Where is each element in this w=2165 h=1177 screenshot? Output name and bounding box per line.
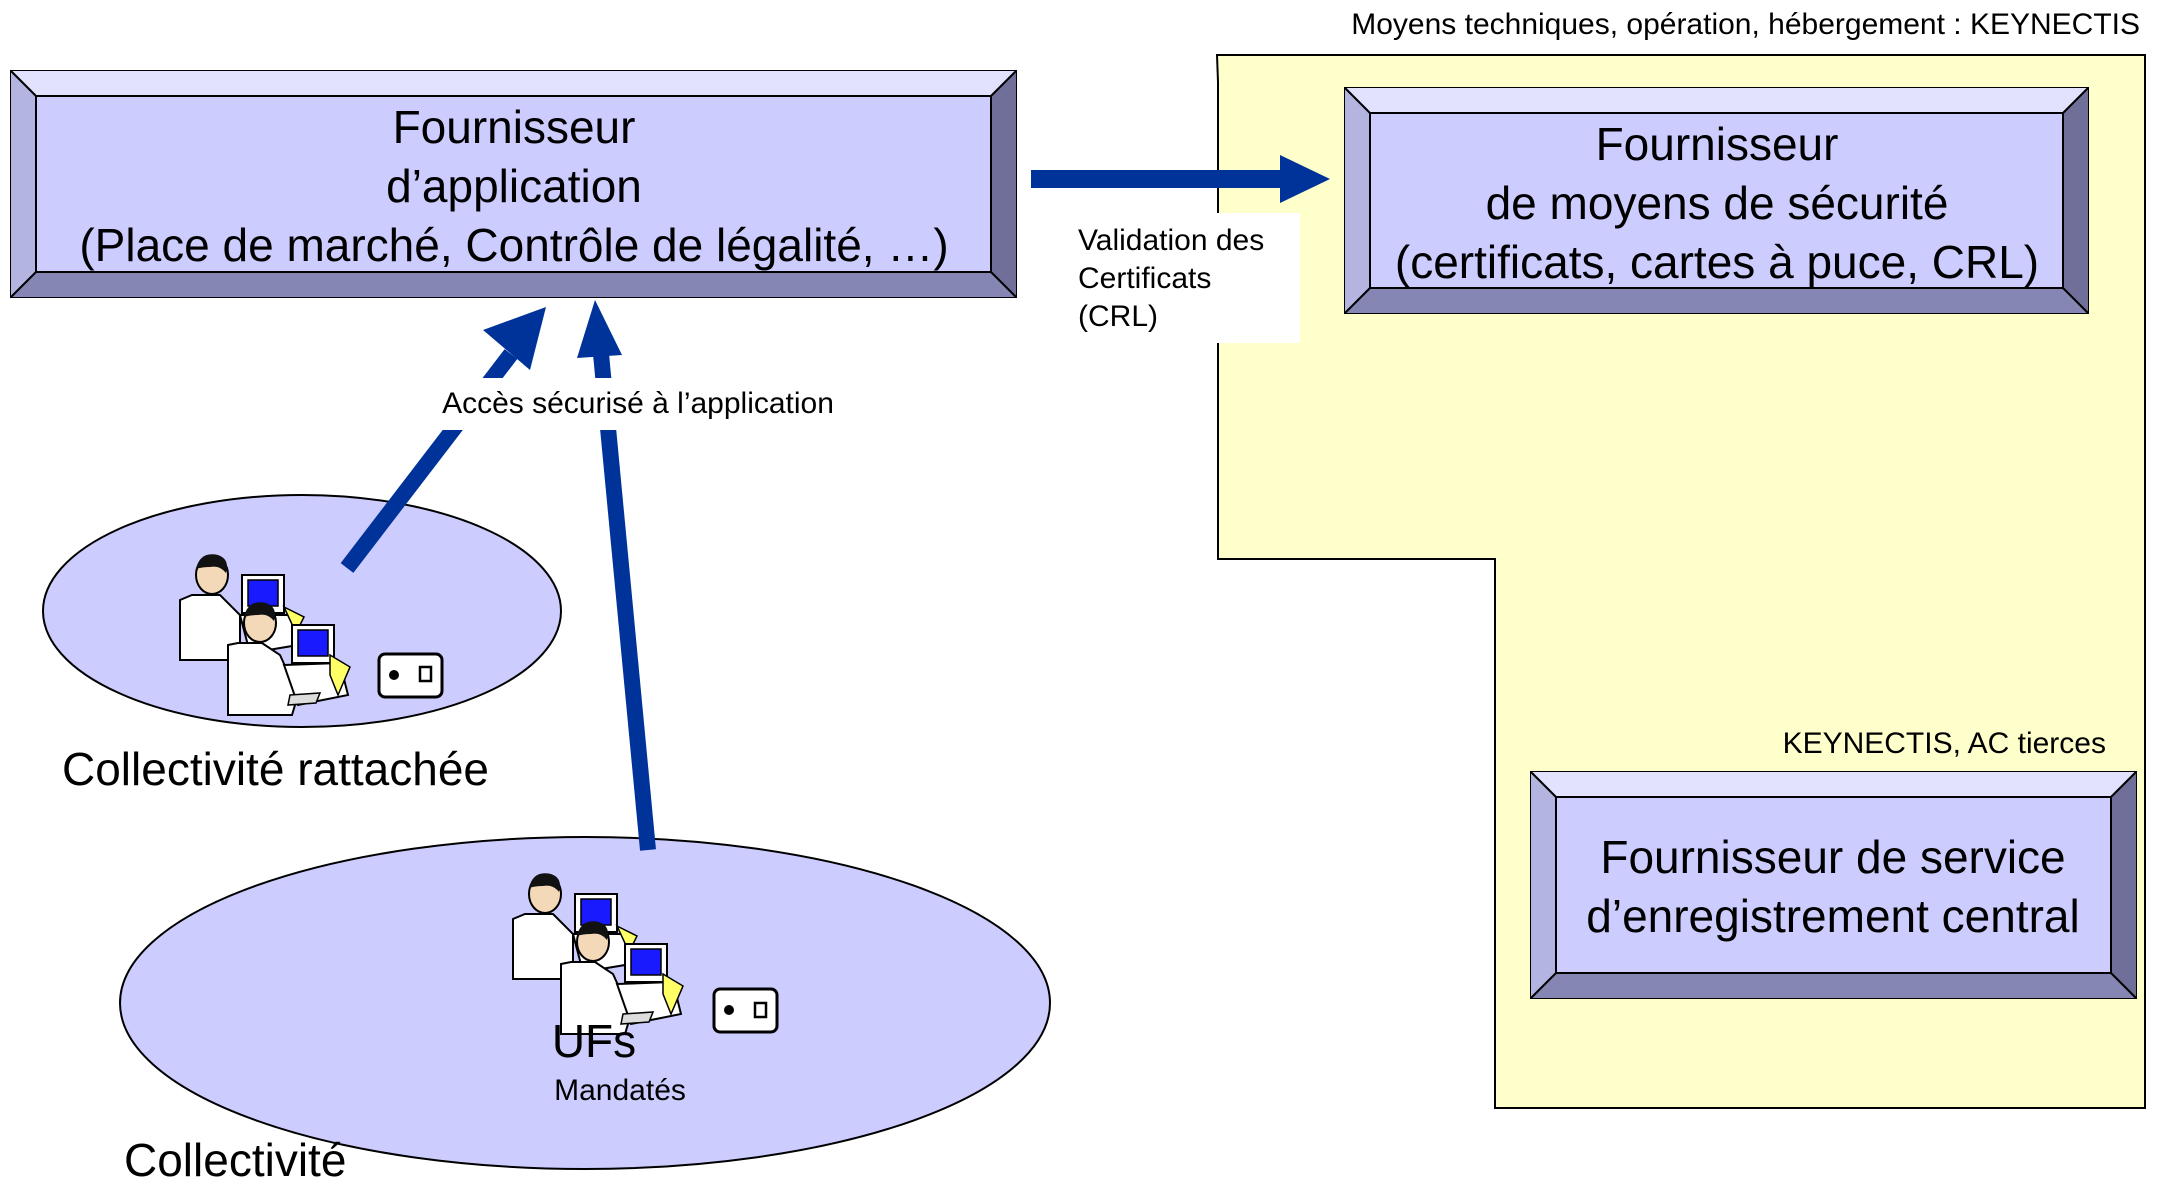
validation-label-line2: Certificats [1078, 262, 1211, 295]
registration-label-above: KEYNECTIS, AC tierces [1783, 727, 2106, 760]
access-label: Accès sécurisé à l’application [442, 387, 834, 420]
mandates-label: Mandatés [554, 1074, 686, 1107]
zone-header: Moyens techniques, opération, hébergemen… [1351, 8, 2140, 41]
attached-collectivity-caption: Collectivité rattachée [62, 743, 489, 795]
app-provider-subtitle: d’application [386, 160, 642, 212]
access-arrow-collectivity [577, 300, 656, 851]
app-provider-box: Fournisseur d’application (Place de marc… [10, 70, 1017, 298]
security-provider-examples: (certificats, cartes à puce, CRL) [1395, 236, 2039, 288]
access-label-bg [425, 378, 853, 430]
app-provider-title: Fournisseur [393, 101, 636, 153]
validation-label-bg [1064, 213, 1300, 343]
registration-provider-line1: Fournisseur de service [1600, 831, 2065, 883]
security-provider-box: Fournisseur de moyens de sécurité (certi… [1344, 87, 2089, 314]
validation-label-line3: (CRL) [1078, 300, 1158, 333]
security-provider-subtitle: de moyens de sécurité [1486, 177, 1949, 229]
collectivity-caption: Collectivité [124, 1134, 346, 1177]
ufs-label: UFs [552, 1015, 636, 1067]
validation-arrow [1031, 155, 1330, 203]
app-provider-examples: (Place de marché, Contrôle de légalité, … [79, 219, 948, 271]
smartcard-reader-icon [712, 987, 779, 1034]
validation-label-line1: Validation des [1078, 224, 1264, 257]
registration-provider-line2: d’enregistrement central [1586, 890, 2079, 942]
registration-provider-box: Fournisseur de service d’enregistrement … [1530, 771, 2137, 999]
security-provider-title: Fournisseur [1596, 118, 1839, 170]
smartcard-reader-icon [377, 652, 444, 699]
